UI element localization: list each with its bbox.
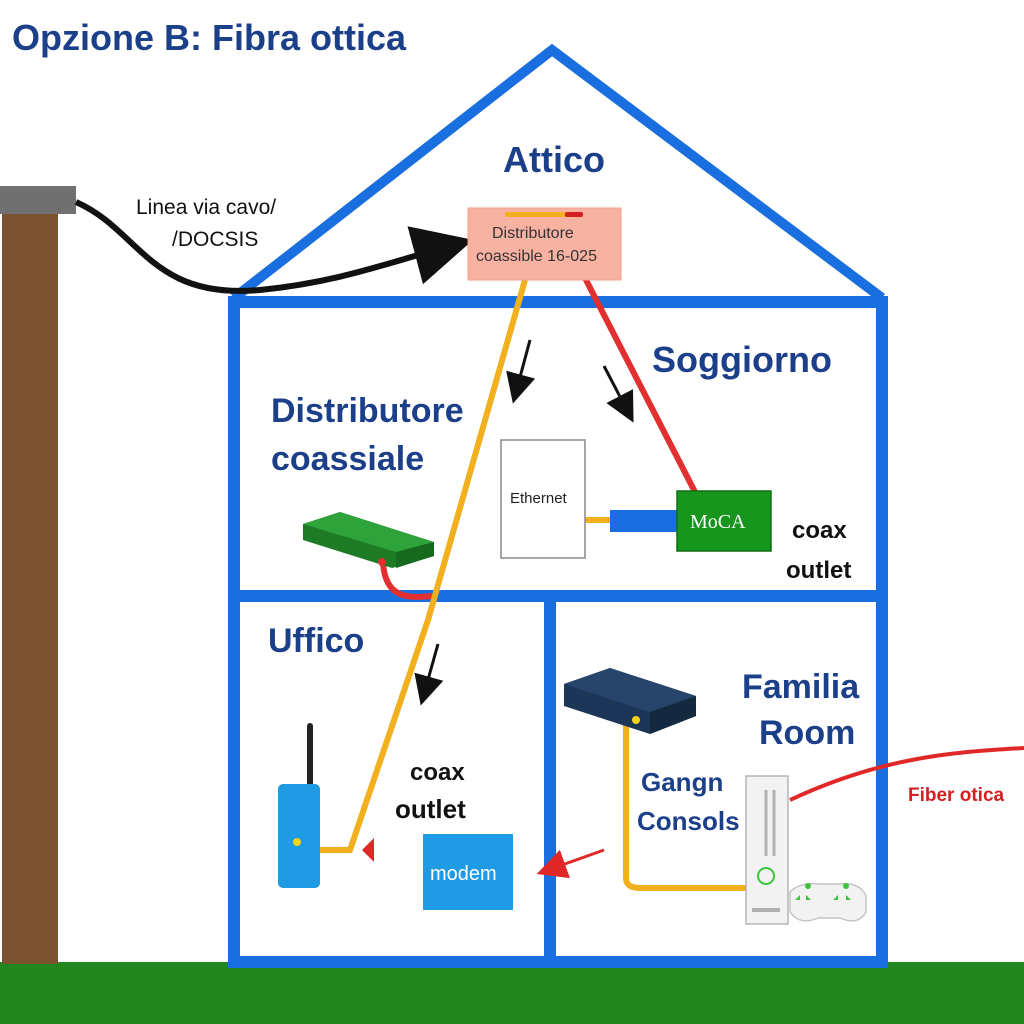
- splitter-text-line1: Distributore: [492, 225, 574, 242]
- red-cable-moca: [582, 276, 698, 494]
- ground: [0, 962, 1024, 1024]
- console-label-line2: Consols: [637, 806, 740, 836]
- pole-crossarm: [0, 186, 76, 214]
- wifi-router: [278, 723, 320, 888]
- console-cable: [623, 720, 748, 891]
- coax-run: [318, 279, 528, 853]
- moca-adapter: [676, 490, 772, 552]
- coax-outlet-office-line2: outlet: [395, 794, 466, 824]
- coax-outlet-office-line1: coax: [410, 759, 465, 786]
- splitter-indicator: [505, 212, 583, 217]
- down-arrow-1: [506, 339, 536, 404]
- ethernet-box: [500, 439, 586, 559]
- cable-label-line1: Linea via cavo/: [136, 196, 276, 219]
- room-label-family-line1: Familia: [742, 668, 860, 706]
- fiber-cable: [789, 746, 1024, 802]
- incoming-cable: [74, 199, 474, 294]
- moca-label: MoCA: [690, 511, 746, 533]
- modem-device: [423, 834, 513, 910]
- room-label-family-line2: Room: [759, 714, 855, 752]
- game-console: [745, 775, 789, 925]
- red-cable-router: [380, 561, 433, 600]
- fiber-label: Fiber otica: [908, 785, 1005, 806]
- console-label-line1: Gangn: [641, 767, 723, 797]
- down-arrow-2: [602, 365, 634, 423]
- splitter-led: [565, 212, 583, 217]
- set-top-box: [564, 668, 696, 734]
- house-roof: [230, 43, 886, 302]
- ethernet-connector: [610, 510, 678, 532]
- coax-outlet-living-line2: outlet: [786, 557, 851, 584]
- green-router: [303, 512, 434, 568]
- splitter-label-line1: Distributore: [271, 392, 464, 430]
- room-label-attic: Attico: [503, 139, 605, 180]
- coax-splitter-box: [467, 207, 622, 281]
- room-label-living: Soggiorno: [652, 339, 832, 380]
- down-arrow-3: [414, 643, 444, 706]
- splitter-label-line2: coassiale: [271, 440, 424, 478]
- ethernet-label: Ethernet: [510, 490, 568, 507]
- coax-outlet-living-line1: coax: [792, 517, 847, 544]
- splitter-text-line2: coassible 16-025: [476, 248, 597, 265]
- room-label-office: Uffico: [268, 622, 364, 660]
- gamepad-icon: [789, 882, 867, 922]
- house-body: [228, 296, 888, 968]
- cable-label-line2: /DOCSIS: [172, 228, 258, 251]
- modem-arrow: [536, 848, 605, 879]
- red-pointer: [362, 838, 374, 862]
- page-title: Opzione B: Fibra ottica: [12, 17, 407, 58]
- utility-pole: [2, 212, 58, 964]
- modem-label: modem: [430, 863, 497, 885]
